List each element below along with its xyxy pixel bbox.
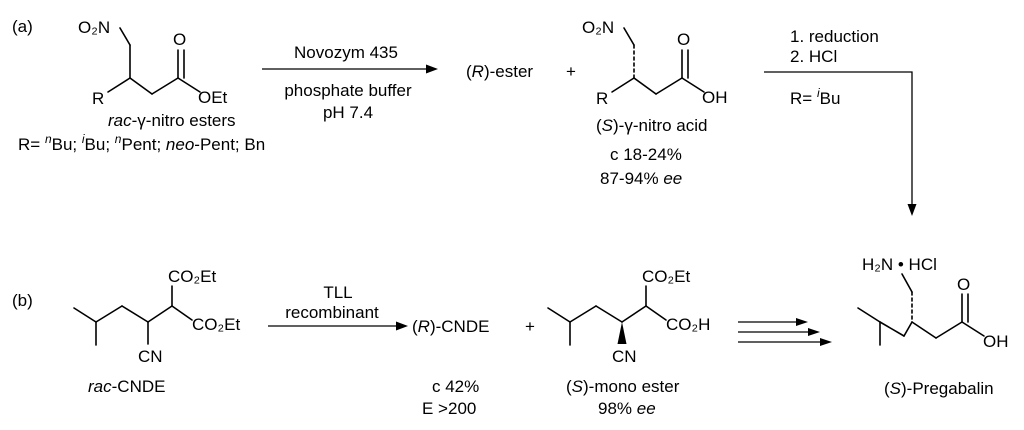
rac-cnde-caption: rac-CNDE <box>88 377 165 396</box>
pregabalin-caption: (S)-Pregabalin <box>884 379 994 398</box>
rac-nitro-ester-caption: rac-γ-nitro esters <box>108 111 236 130</box>
plus-sign-a: + <box>566 62 576 81</box>
enantioselectivity-b: E >200 <box>422 399 476 418</box>
svg-text:CO₂Et: CO₂Et <box>168 267 216 286</box>
arrow-a2-r-group: R= iBu <box>790 86 840 108</box>
svg-text:OH: OH <box>983 332 1009 351</box>
svg-text:OH: OH <box>702 88 728 107</box>
svg-text:CN: CN <box>612 347 637 366</box>
s-nitro-acid-structure: O₂N R O OH <box>582 18 728 108</box>
s-mono-ester-caption: (S)-mono ester <box>566 377 680 396</box>
r-cnde-label: (R)-CNDE <box>412 317 489 336</box>
arrow-a1-condition-2: pH 7.4 <box>323 103 373 122</box>
svg-text:O₂N: O₂N <box>78 18 110 37</box>
arrow-b1-reagent-1: TLL <box>323 283 352 302</box>
conversion-b: c 42% <box>432 377 479 396</box>
s-mono-ester-structure: CN CO₂Et CO₂H <box>547 267 710 366</box>
rac-cnde-structure: CN CO₂Et CO₂Et <box>73 267 240 366</box>
rac-nitro-ester-structure: O₂N R O OEt <box>78 18 228 108</box>
arrow-a2-step-1: 1. reduction <box>790 27 879 46</box>
r-ester-label: (R)-ester <box>466 62 533 81</box>
svg-text:O: O <box>677 30 690 49</box>
svg-text:O: O <box>173 30 186 49</box>
reaction-arrow-a1 <box>262 64 438 74</box>
svg-text:CO₂Et: CO₂Et <box>192 315 240 334</box>
ee-b: 98% ee <box>598 399 656 418</box>
arrow-a2-step-2: 2. HCl <box>790 47 837 66</box>
multistep-arrow <box>738 318 832 346</box>
arrow-b1-reagent-2: recombinant <box>285 303 379 322</box>
reaction-arrow-a2 <box>764 71 917 216</box>
svg-text:CO₂H: CO₂H <box>666 315 710 334</box>
r-group-list: R= nBu; iBu; nPent; neo-Pent; Bn <box>18 132 265 154</box>
svg-text:R: R <box>596 89 608 108</box>
svg-text:CO₂Et: CO₂Et <box>642 267 690 286</box>
ee-a: 87-94% ee <box>600 169 682 188</box>
panel-b-label: (b) <box>12 291 33 310</box>
s-nitro-acid-caption: (S)-γ-nitro acid <box>596 116 707 135</box>
svg-text:H₂N • HCl: H₂N • HCl <box>862 255 937 274</box>
arrow-a1-condition-1: phosphate buffer <box>284 81 412 100</box>
pregabalin-structure: H₂N • HCl O OH <box>857 255 1009 351</box>
svg-text:CN: CN <box>138 347 163 366</box>
svg-text:OEt: OEt <box>198 88 228 107</box>
svg-text:O: O <box>957 275 970 294</box>
panel-a-label: (a) <box>12 17 33 36</box>
reaction-arrow-b1 <box>268 321 408 331</box>
arrow-a1-reagent: Novozym 435 <box>294 43 398 62</box>
plus-sign-b: + <box>525 317 535 336</box>
conversion-a: c 18-24% <box>610 145 682 164</box>
svg-text:R: R <box>92 89 104 108</box>
svg-text:O₂N: O₂N <box>582 18 614 37</box>
